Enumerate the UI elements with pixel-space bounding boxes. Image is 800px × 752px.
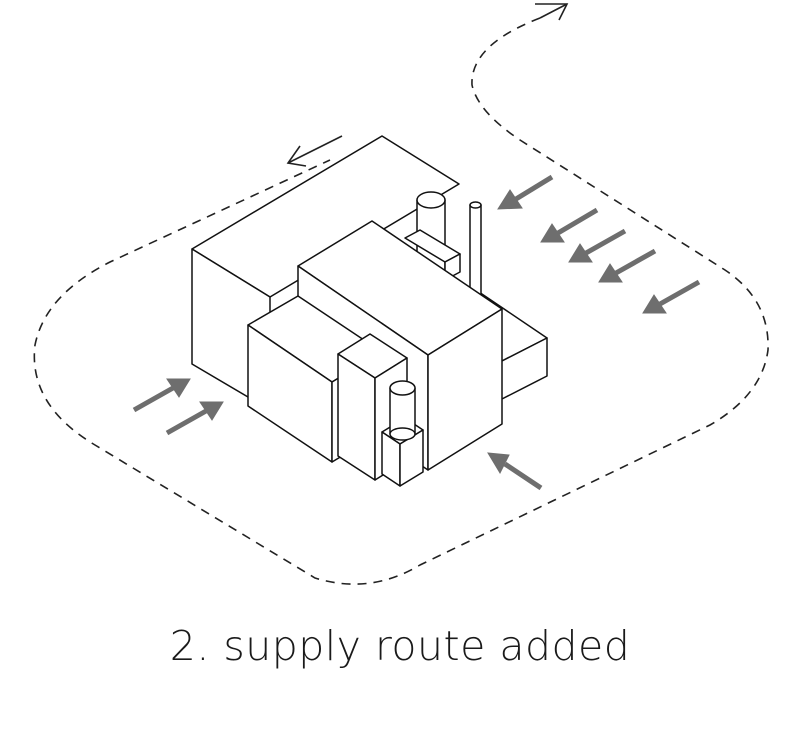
ne-arrow-1-head xyxy=(497,189,523,210)
sw-arrow-2-head xyxy=(199,401,224,421)
chimney-cap xyxy=(469,201,482,209)
sw-arrow-1-shaft xyxy=(132,385,175,413)
ne-arrow-5-shaft xyxy=(658,279,701,307)
main-block-right xyxy=(427,308,503,471)
se-arrow-shaft xyxy=(503,461,543,491)
arrows-south-west xyxy=(132,378,224,436)
ne-arrow-2-head xyxy=(540,223,565,243)
small-cylinder-bottom xyxy=(389,427,416,441)
small-cylinder-cap xyxy=(389,380,416,396)
route-arrow-left-head xyxy=(286,145,307,167)
route-arrowheads xyxy=(286,3,569,167)
tall-cylinder-cap xyxy=(416,191,446,209)
ne-arrow-3-shaft xyxy=(584,228,627,256)
ne-arrow-5-head xyxy=(642,294,667,314)
chimney-body xyxy=(469,204,482,296)
route-arrow-left-shaft xyxy=(287,135,343,164)
ne-arrow-4-head xyxy=(598,263,623,283)
ne-arrow-3-head xyxy=(568,243,593,263)
ne-arrow-1-shaft xyxy=(514,174,554,202)
chimney-pipe xyxy=(469,201,482,296)
sw-arrow-1-head xyxy=(166,378,191,398)
small-cylinder xyxy=(389,380,416,441)
arrows-north-east xyxy=(497,174,701,314)
isometric-factory xyxy=(191,135,548,487)
ne-arrow-4-shaft xyxy=(614,248,657,276)
route-arrow-top-shaft xyxy=(539,3,568,19)
diagram-caption: 2. supply route added xyxy=(169,622,631,670)
arrow-south-east xyxy=(487,452,543,491)
ne-arrow-2-shaft xyxy=(556,207,599,236)
sw-arrow-2-shaft xyxy=(165,408,208,436)
se-arrow-head xyxy=(487,452,510,475)
